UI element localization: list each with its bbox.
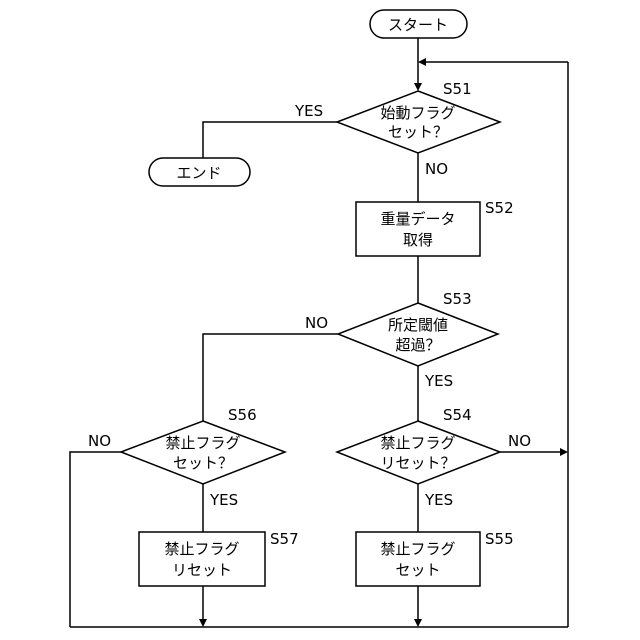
connector-s51-yes (203, 122, 337, 158)
s55-step-id: S55 (485, 530, 514, 548)
s56-no-label: NO (88, 432, 111, 450)
s53-no-label: NO (305, 314, 328, 332)
s55-line1: 禁止フラグ (380, 540, 455, 558)
s54-line2: リセット？ (380, 454, 455, 472)
arrow-s55-bottom (414, 619, 422, 627)
s51-line2: セット？ (388, 123, 448, 141)
s52-step-id: S52 (485, 199, 514, 217)
s57-step-id: S57 (270, 530, 299, 548)
s53-yes-label: YES (424, 372, 453, 390)
start-label: スタート (388, 16, 448, 34)
arrow-loop-entry (418, 58, 426, 66)
s56-line1: 禁止フラグ (165, 434, 240, 452)
connector-s56-no (70, 452, 121, 627)
s52-line1: 重量データ (380, 210, 455, 228)
s51-no-label: NO (425, 160, 448, 178)
s51-decision (337, 91, 500, 153)
s56-yes-label: YES (209, 491, 238, 509)
s51-line1: 始動フラグ (380, 104, 455, 122)
s54-line1: 禁止フラグ (380, 434, 455, 452)
s54-no-label: NO (508, 432, 531, 450)
end-label: エンド (176, 164, 221, 182)
s56-line2: セット？ (173, 454, 233, 472)
s54-step-id: S54 (443, 406, 472, 424)
s57-line1: 禁止フラグ (164, 540, 239, 558)
s56-step-id: S56 (228, 406, 257, 424)
s53-step-id: S53 (443, 290, 472, 308)
s52-line2: 取得 (403, 231, 433, 249)
s57-line2: リセット (172, 561, 232, 579)
s55-line2: セット (395, 561, 440, 579)
arrow-into-s51 (414, 83, 422, 91)
s51-yes-label: YES (294, 102, 323, 120)
s54-yes-label: YES (424, 491, 453, 509)
s51-step-id: S51 (443, 80, 472, 98)
s56-decision (121, 421, 285, 484)
arrow-s54-no (560, 448, 568, 456)
s54-decision (337, 421, 500, 484)
s53-line2: 超過？ (395, 336, 440, 354)
s53-decision (338, 303, 498, 366)
s53-line1: 所定閾値 (388, 316, 448, 334)
connector-s53-no (203, 334, 338, 421)
arrow-s57-bottom (199, 619, 207, 627)
